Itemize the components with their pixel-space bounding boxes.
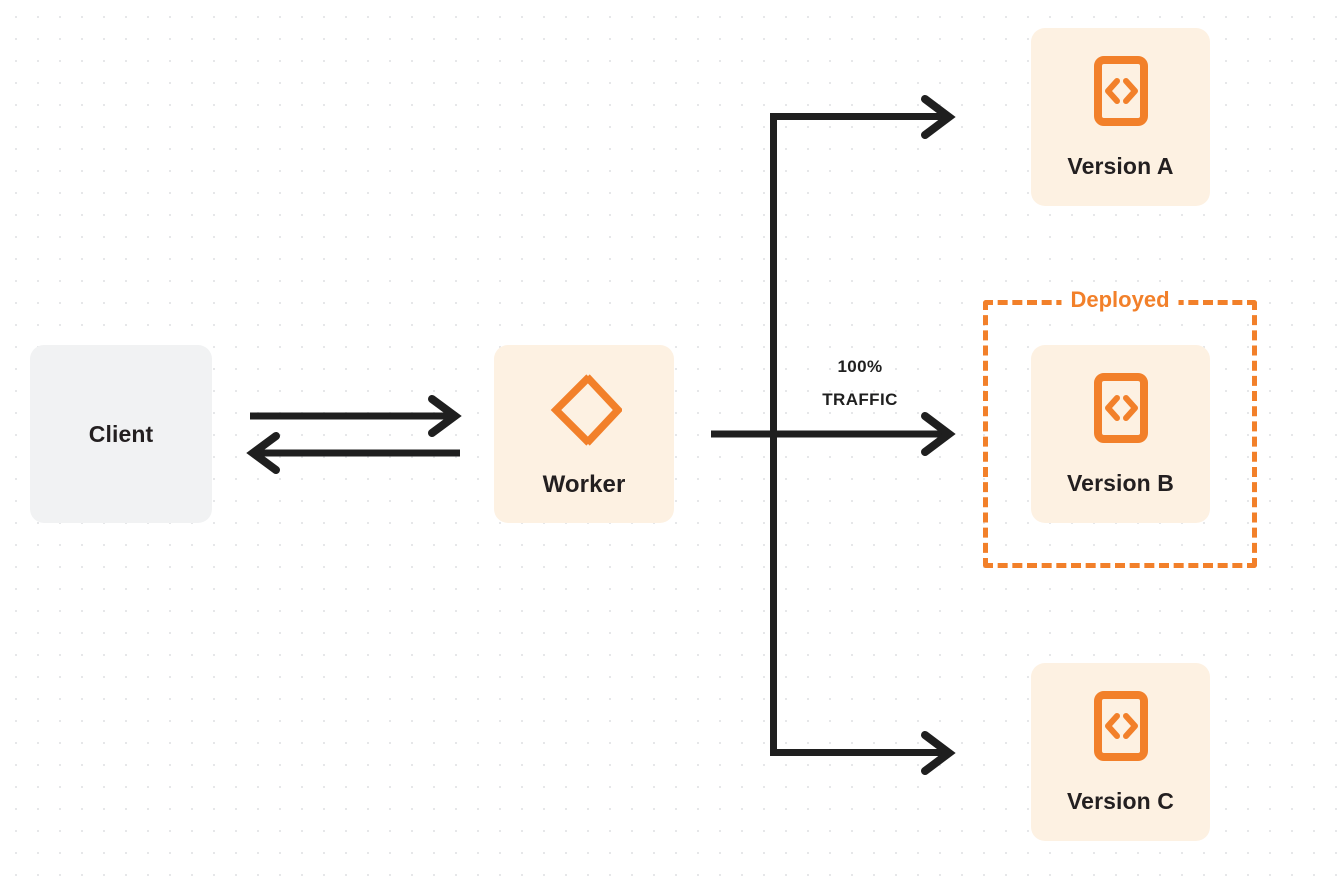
code-file-icon — [1093, 690, 1149, 762]
deployed-frame: Deployed — [983, 289, 1257, 568]
node-version-c[interactable]: Version C — [1031, 663, 1210, 841]
node-client[interactable]: Client — [30, 345, 212, 523]
node-version-a-label: Version A — [1067, 153, 1174, 179]
node-worker[interactable]: Worker — [494, 345, 674, 523]
code-file-icon — [1093, 55, 1149, 127]
cloudflare-workers-logo-icon — [546, 373, 622, 447]
traffic-label: 100% TRAFFIC — [786, 350, 934, 416]
traffic-percent: 100% — [837, 357, 883, 376]
traffic-word: TRAFFIC — [822, 390, 898, 410]
node-version-a[interactable]: Version A — [1031, 28, 1210, 206]
node-version-c-label: Version C — [1067, 788, 1174, 814]
deployed-badge: Deployed — [1061, 289, 1179, 311]
node-client-label: Client — [88, 420, 154, 447]
node-version-b-label: Version B — [1067, 470, 1174, 496]
node-worker-label: Worker — [542, 471, 626, 498]
node-version-b[interactable]: Version B — [1031, 345, 1210, 523]
code-file-icon — [1093, 372, 1149, 444]
